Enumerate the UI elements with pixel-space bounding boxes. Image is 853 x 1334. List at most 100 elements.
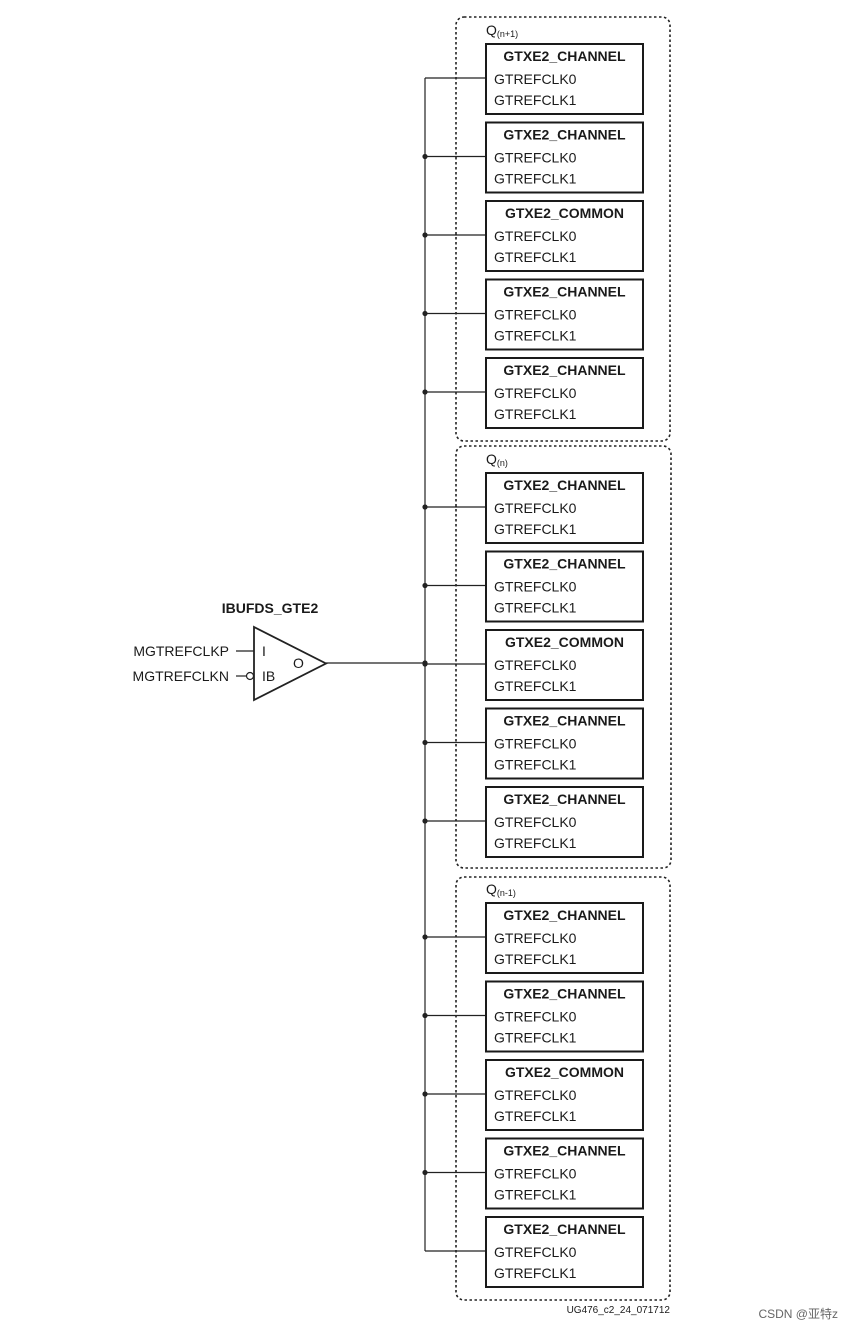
port-gtrefclk0: GTREFCLK0	[494, 930, 577, 946]
quad-label: Q(n-1)	[486, 881, 516, 898]
block-box	[485, 980, 644, 1053]
port-gtrefclk0: GTREFCLK0	[494, 500, 577, 516]
block-box	[485, 902, 644, 974]
buffer-title: IBUFDS_GTE2	[222, 600, 319, 616]
block-title: GTXE2_CHANNEL	[503, 791, 626, 807]
block-box	[485, 1216, 644, 1288]
block-box	[485, 357, 644, 429]
quad-label: Q(n)	[486, 451, 508, 468]
junction-dot	[422, 934, 428, 940]
input-p-label: MGTREFCLKP	[133, 643, 229, 659]
port-gtrefclk1: GTREFCLK1	[494, 328, 577, 344]
block-box	[485, 472, 644, 544]
port-gtrefclk0: GTREFCLK0	[494, 1166, 577, 1182]
block-title: GTXE2_CHANNEL	[503, 1221, 626, 1237]
port-gtrefclk0: GTREFCLK0	[494, 657, 577, 673]
port-gtrefclk1: GTREFCLK1	[494, 249, 577, 265]
junction-dot	[422, 1012, 428, 1019]
port-gtrefclk1: GTREFCLK1	[494, 1030, 577, 1046]
block-box	[485, 43, 644, 115]
port-gtrefclk1: GTREFCLK1	[494, 1108, 577, 1124]
junction-dot	[422, 1169, 428, 1176]
block-box	[485, 1059, 644, 1131]
pin-i-label: I	[262, 643, 266, 659]
port-gtrefclk0: GTREFCLK0	[494, 1244, 577, 1260]
block-title: GTXE2_CHANNEL	[503, 284, 626, 300]
port-gtrefclk0: GTREFCLK0	[494, 579, 577, 595]
junction-dot	[422, 389, 428, 395]
port-gtrefclk1: GTREFCLK1	[494, 600, 577, 616]
junction-dot	[422, 504, 428, 510]
junction-dot	[422, 739, 428, 746]
port-gtrefclk1: GTREFCLK1	[494, 92, 577, 108]
junction-dot	[422, 661, 428, 667]
junction-dot	[422, 310, 428, 317]
inversion-bubble	[245, 671, 255, 681]
quad-label: Q(n+1)	[486, 22, 518, 39]
block-box	[485, 629, 644, 701]
port-gtrefclk0: GTREFCLK0	[494, 736, 577, 752]
quad-container	[455, 16, 671, 442]
port-gtrefclk0: GTREFCLK0	[494, 228, 577, 244]
block-title: GTXE2_CHANNEL	[503, 1143, 626, 1159]
watermark: CSDN @亚特z	[758, 1306, 838, 1321]
block-box	[485, 121, 644, 194]
port-gtrefclk1: GTREFCLK1	[494, 1187, 577, 1203]
port-gtrefclk0: GTREFCLK0	[494, 71, 577, 87]
port-gtrefclk1: GTREFCLK1	[494, 1265, 577, 1281]
junction-dot	[422, 232, 428, 238]
pin-ib-label: IB	[262, 668, 275, 684]
port-gtrefclk1: GTREFCLK1	[494, 757, 577, 773]
port-gtrefclk1: GTREFCLK1	[494, 678, 577, 694]
block-title: GTXE2_CHANNEL	[503, 477, 626, 493]
block-box	[485, 786, 644, 858]
block-box	[485, 200, 644, 272]
block-title: GTXE2_CHANNEL	[503, 986, 626, 1002]
block-box	[485, 550, 644, 623]
junction-dot	[422, 582, 428, 589]
block-box	[485, 1137, 644, 1210]
block-title: GTXE2_COMMON	[505, 205, 624, 221]
port-gtrefclk1: GTREFCLK1	[494, 951, 577, 967]
block-title: GTXE2_CHANNEL	[503, 48, 626, 64]
block-title: GTXE2_CHANNEL	[503, 362, 626, 378]
port-gtrefclk1: GTREFCLK1	[494, 171, 577, 187]
block-box	[485, 707, 644, 780]
block-title: GTXE2_CHANNEL	[503, 907, 626, 923]
block-title: GTXE2_CHANNEL	[503, 127, 626, 143]
junction-dot	[422, 153, 428, 160]
port-gtrefclk1: GTREFCLK1	[494, 406, 577, 422]
port-gtrefclk0: GTREFCLK0	[494, 1009, 577, 1025]
port-gtrefclk0: GTREFCLK0	[494, 814, 577, 830]
block-box	[485, 278, 644, 351]
port-gtrefclk0: GTREFCLK0	[494, 150, 577, 166]
block-title: GTXE2_CHANNEL	[503, 713, 626, 729]
port-gtrefclk1: GTREFCLK1	[494, 835, 577, 851]
port-gtrefclk0: GTREFCLK0	[494, 385, 577, 401]
block-title: GTXE2_CHANNEL	[503, 556, 626, 572]
junction-dot	[422, 818, 428, 824]
port-gtrefclk0: GTREFCLK0	[494, 307, 577, 323]
buffer-triangle	[253, 625, 328, 702]
block-title: GTXE2_COMMON	[505, 634, 624, 650]
port-gtrefclk1: GTREFCLK1	[494, 521, 577, 537]
input-n-label: MGTREFCLKN	[133, 668, 229, 684]
figure-id: UG476_c2_24_071712	[567, 1305, 671, 1316]
port-gtrefclk0: GTREFCLK0	[494, 1087, 577, 1103]
